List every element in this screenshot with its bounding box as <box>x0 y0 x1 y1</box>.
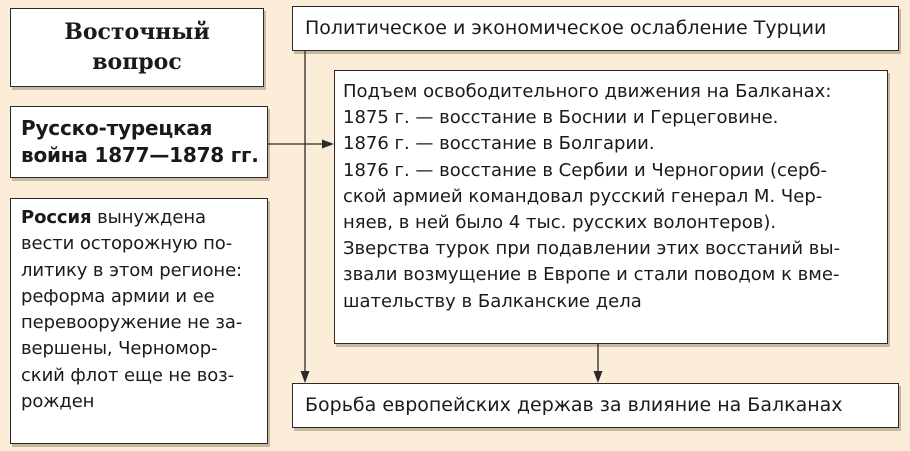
russia-bold-word: Россия <box>21 207 92 228</box>
russia-line-0-rest: вынуждена <box>91 207 206 228</box>
uprisings-line: звали возмущение в Европе и стали поводо… <box>343 264 840 286</box>
russia-box: Россия вынуждена вести осторожную по- ли… <box>10 198 268 444</box>
russia-line-0: Россия вынуждена <box>21 205 261 231</box>
russia-line: вершены, Черномор- <box>21 338 218 360</box>
russia-line: ский флот еще не воз- <box>21 364 234 386</box>
uprisings-line: Подъем освободительного движения на Балк… <box>343 81 832 102</box>
war-line-1: Русско-турецкая <box>21 116 213 140</box>
uprisings-line: 1875 г. — восстание в Боснии и Герцегови… <box>343 107 779 129</box>
title-line-1: Восточный <box>64 19 210 45</box>
uprisings-line: шательству в Балканские дела <box>343 290 642 312</box>
european-powers-box: Борьба европейских держав за влияние на … <box>292 383 899 428</box>
russia-line: перевооружение не за- <box>21 312 243 334</box>
uprisings-line: 1876 г. — восстание в Сербии и Черногори… <box>343 159 828 181</box>
russia-line: реформа армии и ее <box>21 285 215 307</box>
uprisings-line: 1876 г. — восстание в Болгарии. <box>343 133 655 155</box>
left-down-arrowhead-icon <box>300 371 310 383</box>
uprisings-line: ской армией командовал русский генерал М… <box>343 185 823 207</box>
european-powers-text: Борьба европейских держав за влияние на … <box>305 394 843 416</box>
turkey-weakening-text: Политическое и экономическое ослабление … <box>305 17 827 39</box>
uprisings-line: Зверства турок при подавлении этих восст… <box>343 238 841 260</box>
balkan-uprisings-box: Подъем освободительного движения на Балк… <box>334 70 888 344</box>
russia-line: рожден <box>21 391 95 413</box>
center-down-arrowhead-icon <box>593 371 603 383</box>
uprisings-line: няев, в ней было 4 тыс. русских волонтер… <box>343 212 777 234</box>
war-arrowhead-icon <box>322 139 334 149</box>
turkey-weakening-box: Политическое и экономическое ослабление … <box>292 6 899 51</box>
war-line-2: война 1877—1878 гг. <box>21 143 259 167</box>
title-box: Восточный вопрос <box>10 8 264 87</box>
title-line-2: вопрос <box>92 49 182 75</box>
war-box: Русско-турецкая война 1877—1878 гг. <box>10 106 268 178</box>
russia-line: вести осторожную по- <box>21 233 233 255</box>
russia-line: литику в этом регионе: <box>21 259 243 281</box>
